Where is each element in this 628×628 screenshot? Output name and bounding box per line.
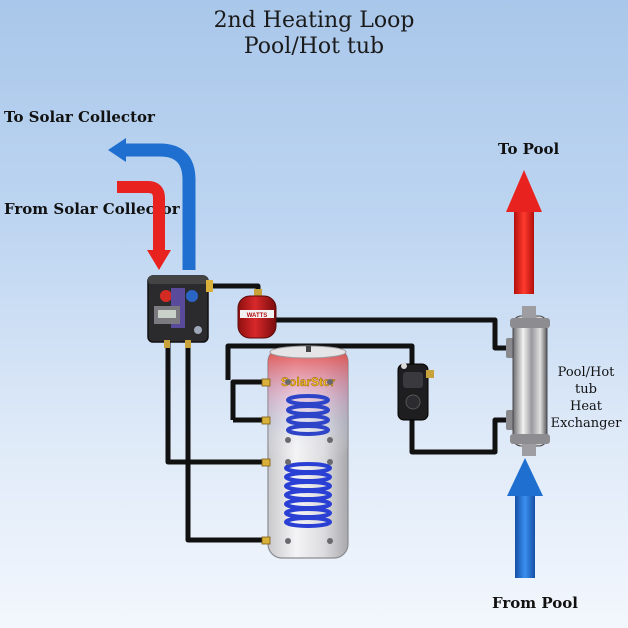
hot-gauge-icon <box>160 290 172 302</box>
pump-station <box>147 275 213 348</box>
cold-gauge-icon <box>186 290 198 302</box>
arrow-to-solar-collector <box>108 138 196 270</box>
title-line-2: Pool/Hot tub <box>243 34 385 59</box>
expansion-tank: WATTS <box>237 289 277 339</box>
piping <box>165 283 507 543</box>
tank-fittings <box>261 378 271 545</box>
label-heat-exchanger: Pool/Hot tub Heat Exchanger <box>546 364 626 432</box>
expansion-tank-brand: WATTS <box>247 313 268 319</box>
upper-heating-coil <box>286 394 330 436</box>
arrow-from-solar-collector <box>117 181 171 270</box>
label-from-pool: From Pool <box>492 594 578 612</box>
label-to-solar-collector: To Solar Collector <box>4 108 155 126</box>
label-to-pool: To Pool <box>498 140 560 158</box>
hx-label-line-3: Exchanger <box>550 416 622 431</box>
tank-ports <box>285 379 333 544</box>
arrow-from-pool <box>507 458 543 578</box>
circulator-pump <box>397 363 434 421</box>
solar-storage-tank: SolarStor <box>261 345 349 559</box>
lower-heating-coil <box>284 462 332 528</box>
arrow-to-pool <box>506 170 542 294</box>
label-from-solar-collector: From Solar Collector <box>4 200 180 218</box>
hx-label-line-2: Heat <box>569 399 602 414</box>
heat-exchanger <box>506 306 550 456</box>
tank-brand-label: SolarStor <box>281 375 335 389</box>
title-line-1: 2nd Heating Loop <box>213 8 415 33</box>
hx-label-line-1: Pool/Hot tub <box>557 365 615 397</box>
